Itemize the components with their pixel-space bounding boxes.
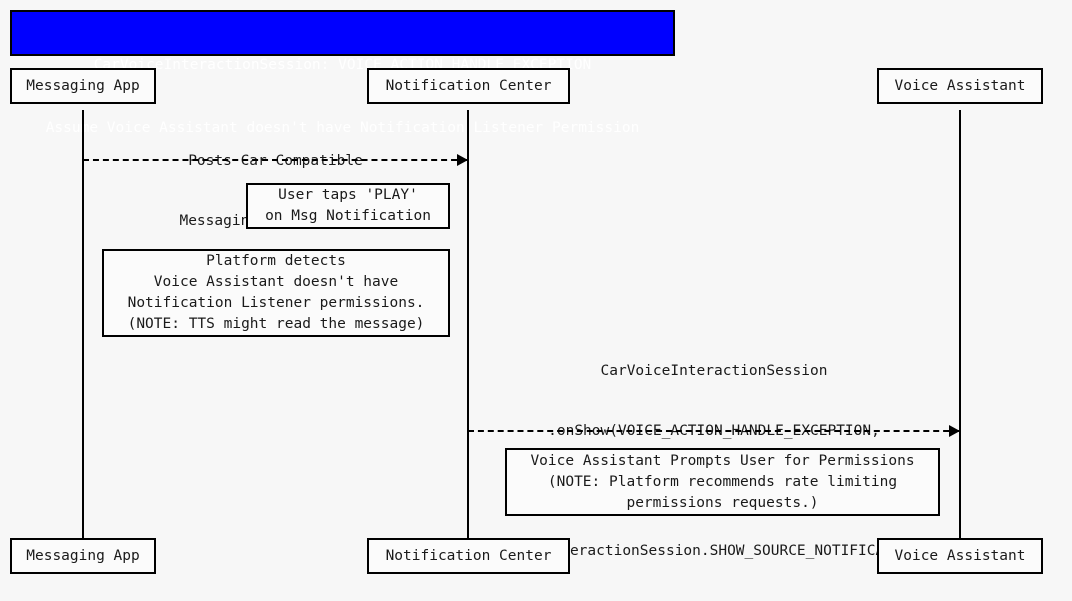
diagram-title-banner: CarVoiceInteractionSession: VOICE_ACTION…: [10, 10, 675, 136]
note-platform-detects: Platform detects Voice Assistant doesn't…: [102, 249, 450, 337]
arrow-shaft: [83, 159, 467, 161]
note-line-1: User taps 'PLAY': [278, 187, 418, 203]
message-arrow-on-show: [468, 425, 960, 437]
note-line-4: (NOTE: TTS might read the message): [127, 316, 425, 332]
participant-label: Voice Assistant: [894, 548, 1026, 564]
message-label-line-1: CarVoiceInteractionSession: [600, 363, 828, 379]
note-line-2: (NOTE: Platform recommends rate limiting: [547, 473, 898, 490]
participant-label: Messaging App: [26, 548, 140, 564]
message-label-line-1: Posts Car Compatible: [188, 153, 363, 169]
note-prompts-permissions: Voice Assistant Prompts User for Permiss…: [505, 448, 940, 516]
arrow-head-icon: [457, 154, 468, 166]
note-line-1: Platform detects: [206, 253, 346, 269]
participant-label: Messaging App: [26, 78, 140, 94]
participant-notification-center-bottom[interactable]: Notification Center: [367, 538, 570, 574]
participant-label: Voice Assistant: [894, 78, 1026, 94]
note-line-1: Voice Assistant Prompts User for Permiss…: [530, 452, 915, 469]
participant-label: Notification Center: [385, 78, 552, 94]
participant-messaging-app-bottom[interactable]: Messaging App: [10, 538, 156, 574]
arrow-shaft: [468, 430, 959, 432]
lifeline-voice-assistant: [959, 110, 961, 538]
lifeline-notification-center: [467, 110, 469, 538]
diagram-title-line-2: Assume Voice Assistant doesn't have Noti…: [45, 120, 640, 136]
note-user-taps-play: User taps 'PLAY' on Msg Notification: [246, 183, 450, 229]
participant-notification-center-top[interactable]: Notification Center: [367, 68, 570, 104]
participant-voice-assistant-bottom[interactable]: Voice Assistant: [877, 538, 1043, 574]
note-line-2: Voice Assistant doesn't have: [153, 274, 399, 290]
arrow-head-icon: [949, 425, 960, 437]
message-arrow-post-notification: [83, 154, 468, 166]
participant-label: Notification Center: [385, 548, 552, 564]
participant-voice-assistant-top[interactable]: Voice Assistant: [877, 68, 1043, 104]
note-line-2: on Msg Notification: [265, 208, 431, 224]
message-label-line-4: VoiceInteractionSession.SHOW_SOURCE_NOTI…: [500, 543, 928, 559]
note-line-3: permissions requests.): [626, 494, 819, 511]
lifeline-messaging-app: [82, 110, 84, 538]
note-line-3: Notification Listener permissions.: [127, 295, 425, 311]
participant-messaging-app-top[interactable]: Messaging App: [10, 68, 156, 104]
